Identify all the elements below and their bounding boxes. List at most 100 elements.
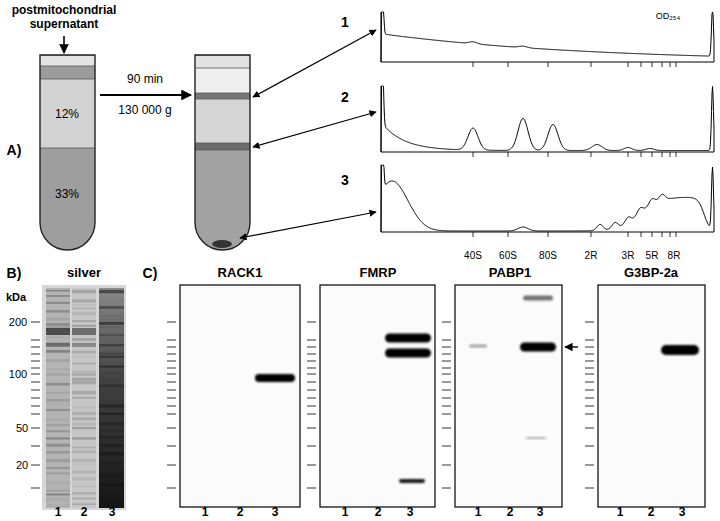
figure-label: 50 bbox=[16, 422, 28, 435]
protein-band bbox=[99, 356, 124, 358]
marker-tick bbox=[442, 382, 451, 383]
marker-tick bbox=[585, 354, 594, 355]
protein-band bbox=[46, 424, 70, 426]
figure-label: 1 bbox=[341, 14, 349, 30]
figure-label: 90 min bbox=[127, 73, 163, 87]
marker-tick bbox=[167, 340, 176, 341]
protein-band bbox=[46, 498, 70, 501]
protein-band bbox=[99, 319, 124, 321]
protein-band bbox=[72, 450, 96, 452]
blot-frame bbox=[320, 285, 435, 507]
western-blot bbox=[442, 285, 562, 507]
marker-tick bbox=[307, 398, 316, 399]
protein-band bbox=[72, 471, 96, 474]
marker-tick bbox=[307, 428, 316, 429]
down-arrow bbox=[63, 36, 65, 53]
blot-band bbox=[385, 349, 431, 358]
protein-band bbox=[72, 406, 96, 408]
protein-band bbox=[72, 290, 96, 293]
axis-tick bbox=[508, 232, 509, 237]
figure-label: 3 bbox=[679, 506, 686, 520]
gel-lane bbox=[72, 288, 96, 508]
axis-tick bbox=[670, 62, 671, 67]
figure-label: 3 bbox=[537, 506, 544, 520]
lane-ground bbox=[46, 288, 70, 508]
marker-tick bbox=[31, 428, 40, 429]
protein-band bbox=[72, 412, 96, 415]
pellet bbox=[212, 240, 232, 248]
protein-band bbox=[46, 328, 70, 335]
layer-boundary bbox=[40, 79, 95, 80]
figure-label: 1 bbox=[342, 506, 349, 520]
protein-band bbox=[72, 486, 96, 488]
marker-tick bbox=[167, 347, 176, 348]
marker-tick bbox=[31, 347, 40, 348]
protein-band bbox=[46, 490, 70, 492]
protein-band bbox=[46, 383, 70, 386]
gradient-layer bbox=[195, 93, 250, 99]
figure-label: 130 000 g bbox=[118, 104, 171, 118]
tube-outline bbox=[195, 55, 250, 250]
protein-band bbox=[46, 323, 70, 326]
marker-tick bbox=[442, 368, 451, 369]
protein-band bbox=[46, 302, 70, 304]
marker-tick bbox=[442, 322, 451, 323]
blot-band bbox=[469, 345, 487, 348]
protein-band bbox=[46, 418, 70, 421]
blot-band bbox=[520, 343, 556, 352]
band-pointer bbox=[565, 346, 578, 347]
marker-tick bbox=[31, 465, 40, 466]
axis-tick bbox=[548, 232, 549, 237]
marker-tick bbox=[167, 322, 176, 323]
figure-label: 2 bbox=[648, 506, 655, 520]
protein-band bbox=[99, 492, 124, 494]
fraction-arrow bbox=[253, 30, 376, 97]
western-blot bbox=[585, 285, 705, 507]
protein-band bbox=[99, 429, 124, 431]
axis-tick bbox=[548, 152, 549, 157]
lane-ground bbox=[99, 288, 124, 508]
protein-band bbox=[72, 328, 96, 335]
protein-band bbox=[72, 308, 96, 310]
absorbance-curve bbox=[381, 86, 714, 152]
marker-tick bbox=[167, 361, 176, 362]
marker-tick bbox=[307, 382, 316, 383]
protein-band bbox=[46, 343, 70, 347]
figure-label: 3R bbox=[622, 250, 635, 262]
marker-tick bbox=[167, 465, 176, 466]
figure-label: 8R bbox=[668, 250, 681, 262]
protein-band bbox=[72, 459, 96, 462]
figure-label: postmitochondrial supernatant bbox=[5, 4, 123, 32]
protein-band bbox=[72, 492, 96, 494]
protein-band bbox=[46, 359, 70, 361]
gradient-layer bbox=[40, 79, 95, 148]
protein-band bbox=[46, 368, 70, 370]
marker-tick bbox=[167, 406, 176, 407]
figure-label: PABP1 bbox=[489, 266, 531, 281]
axis-tick bbox=[662, 232, 663, 237]
axis-tick bbox=[676, 232, 677, 237]
axis-tick bbox=[670, 232, 671, 237]
marker-tick bbox=[585, 406, 594, 407]
marker-tick bbox=[167, 398, 176, 399]
figure-label: 33% bbox=[55, 188, 79, 202]
marker-tick bbox=[585, 347, 594, 348]
marker-tick bbox=[167, 390, 176, 391]
protein-band bbox=[72, 417, 96, 420]
axis-tick bbox=[641, 232, 642, 237]
layer-boundary bbox=[40, 66, 95, 67]
blot-band bbox=[385, 334, 431, 343]
figure-label: 2 bbox=[375, 506, 382, 520]
gradient-layer bbox=[40, 148, 95, 260]
lane-ground bbox=[72, 288, 96, 508]
axis-tick bbox=[641, 152, 642, 157]
protein-band bbox=[72, 397, 96, 399]
gradient-layer bbox=[195, 150, 250, 260]
protein-band bbox=[99, 290, 124, 293]
axis-tick bbox=[662, 62, 663, 67]
protein-band bbox=[99, 462, 124, 464]
layer-boundary bbox=[40, 148, 95, 149]
blot-band bbox=[399, 479, 425, 483]
marker-tick bbox=[585, 322, 594, 323]
